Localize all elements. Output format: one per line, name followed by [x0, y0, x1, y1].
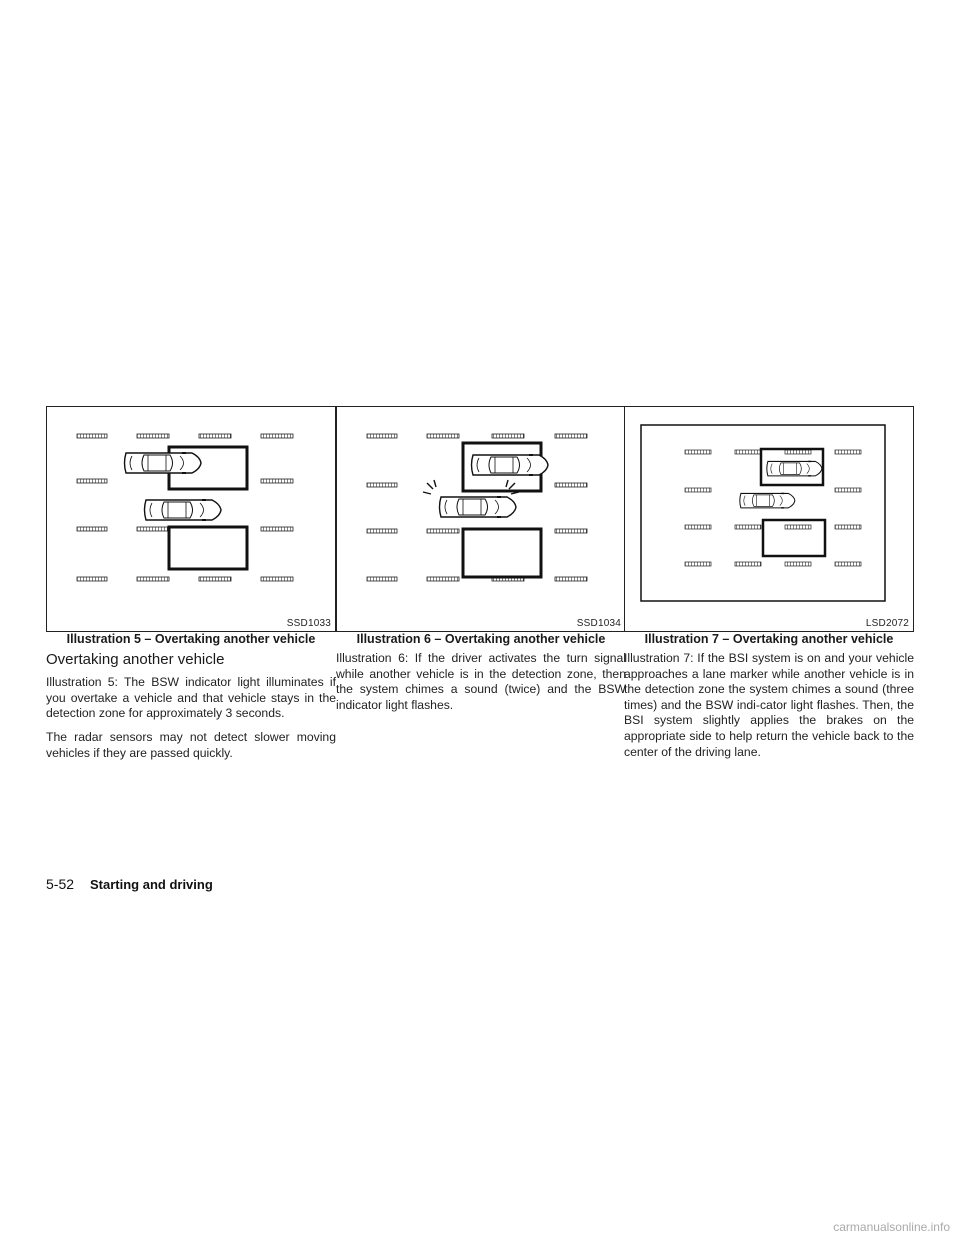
paragraph: The radar sensors may not detect slower …	[46, 730, 336, 760]
footer-section-title: Starting and driving	[90, 877, 213, 892]
illustration-6: SSD1034	[336, 406, 626, 632]
figure-caption: Illustration 7 – Overtaking another vehi…	[644, 632, 894, 646]
paragraph: Illustration 5: The BSW indicator light …	[46, 675, 336, 721]
illustration-7-drawing	[640, 424, 886, 602]
illustration-7: LSD2072	[624, 406, 914, 632]
figure-code: SSD1034	[576, 618, 621, 629]
watermark: carmanualsonline.info	[833, 1220, 950, 1234]
illustration-5-drawing	[76, 433, 294, 582]
page-number: 5-52	[46, 876, 75, 892]
figure-code: LSD2072	[865, 618, 909, 629]
figure-caption: Illustration 6 – Overtaking another vehi…	[356, 632, 606, 646]
illustration-6-drawing	[366, 433, 588, 582]
paragraph: Illustration 7: If the BSI system is on …	[624, 651, 914, 759]
section-heading: Overtaking another vehicle	[46, 651, 225, 668]
paragraph: Illustration 6: If the driver activates …	[336, 651, 626, 712]
figure-code: SSD1033	[286, 618, 331, 629]
illustration-5: SSD1033	[46, 406, 336, 632]
figure-caption: Illustration 5 – Overtaking another vehi…	[66, 632, 316, 646]
